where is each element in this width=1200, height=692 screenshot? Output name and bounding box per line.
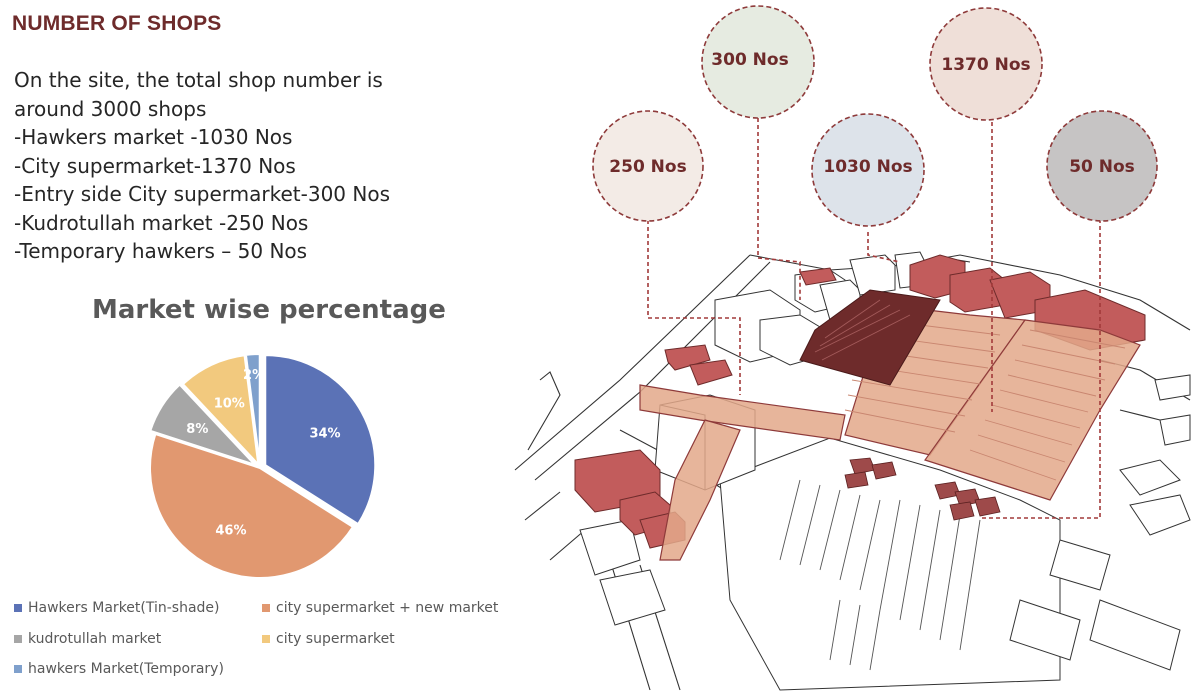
callout-circle (929, 7, 1043, 121)
pie-data-label: 10% (214, 397, 245, 412)
callout-leaders (647, 118, 1101, 519)
legend-swatch (14, 604, 22, 612)
market-roof-lines (844, 319, 1126, 481)
hawkers-market-block (799, 289, 941, 386)
legend-swatch (262, 604, 270, 612)
site-axonometric-map: 250 Nos 300 Nos 1030 Nos 1370 Nos 50 Nos (514, 5, 1191, 691)
callout-circle (592, 110, 704, 222)
legend-item: city supermarket (262, 631, 395, 647)
description-line: -Temporary hawkers – 50 Nos (14, 239, 308, 263)
legend-item: hawkers Market(Temporary) (14, 661, 224, 677)
callout-label: 250 Nos (609, 157, 686, 177)
pie-slice (149, 432, 355, 579)
pie-slice (244, 353, 261, 465)
description-line: On the site, the total shop number is (14, 68, 383, 92)
legend-swatch (14, 635, 22, 643)
pie-slice (181, 354, 260, 468)
pie-slice (264, 354, 377, 526)
chart-title: Market wise percentage (92, 295, 446, 325)
legend-swatch (262, 635, 270, 643)
legend-item: city supermarket + new market (262, 600, 498, 616)
temporary-hawker-stalls (844, 457, 1001, 521)
legend-item: kudrotullah market (14, 631, 161, 647)
pie-data-label: 2% (243, 368, 265, 383)
pie-data-label: 8% (186, 422, 208, 437)
description: On the site, the total shop number is ar… (14, 66, 474, 266)
legend-label: city supermarket + new market (276, 600, 499, 616)
callout-circle (701, 5, 815, 119)
legend-label: kudrotullah market (28, 631, 162, 647)
callout-label: 1030 Nos (823, 157, 912, 177)
legend-label: city supermarket (276, 631, 395, 647)
pie-slice (149, 383, 256, 466)
description-line: -Hawkers market -1030 Nos (14, 125, 293, 149)
legend-item: Hawkers Market(Tin-shade) (14, 600, 220, 616)
chart-legend: Hawkers Market(Tin-shade) city supermarke… (14, 595, 534, 690)
legend-swatch (14, 665, 22, 673)
description-line: -Kudrotullah market -250 Nos (14, 210, 309, 235)
callout-label: 1370 Nos (941, 55, 1030, 75)
page-heading: NUMBER OF SHOPS (12, 12, 222, 35)
callout-circle (811, 113, 925, 227)
callout-50: 50 Nos (1046, 110, 1158, 222)
pie-data-label: 34% (309, 426, 340, 441)
callout-label: 50 Nos (1069, 157, 1135, 177)
callout-label: 300 Nos (711, 50, 788, 70)
callout-250: 250 Nos (592, 110, 704, 222)
callout-300: 300 Nos (701, 5, 815, 119)
legend-label: hawkers Market(Temporary) (28, 661, 224, 677)
pie-chart: 34% 46% 8% 10% 2% (149, 353, 377, 579)
callout-1030: 1030 Nos (811, 113, 925, 227)
callout-1370: 1370 Nos (929, 7, 1043, 121)
description-line: -City supermarket-1370 Nos (14, 153, 296, 178)
plot-grid (779, 479, 981, 671)
description-line: around 3000 shops (14, 96, 207, 121)
callout-circle (1046, 110, 1158, 222)
pie-data-label: 46% (215, 524, 246, 539)
legend-label: Hawkers Market(Tin-shade) (28, 600, 220, 616)
description-line: -Entry side City supermarket-300 Nos (14, 182, 390, 206)
